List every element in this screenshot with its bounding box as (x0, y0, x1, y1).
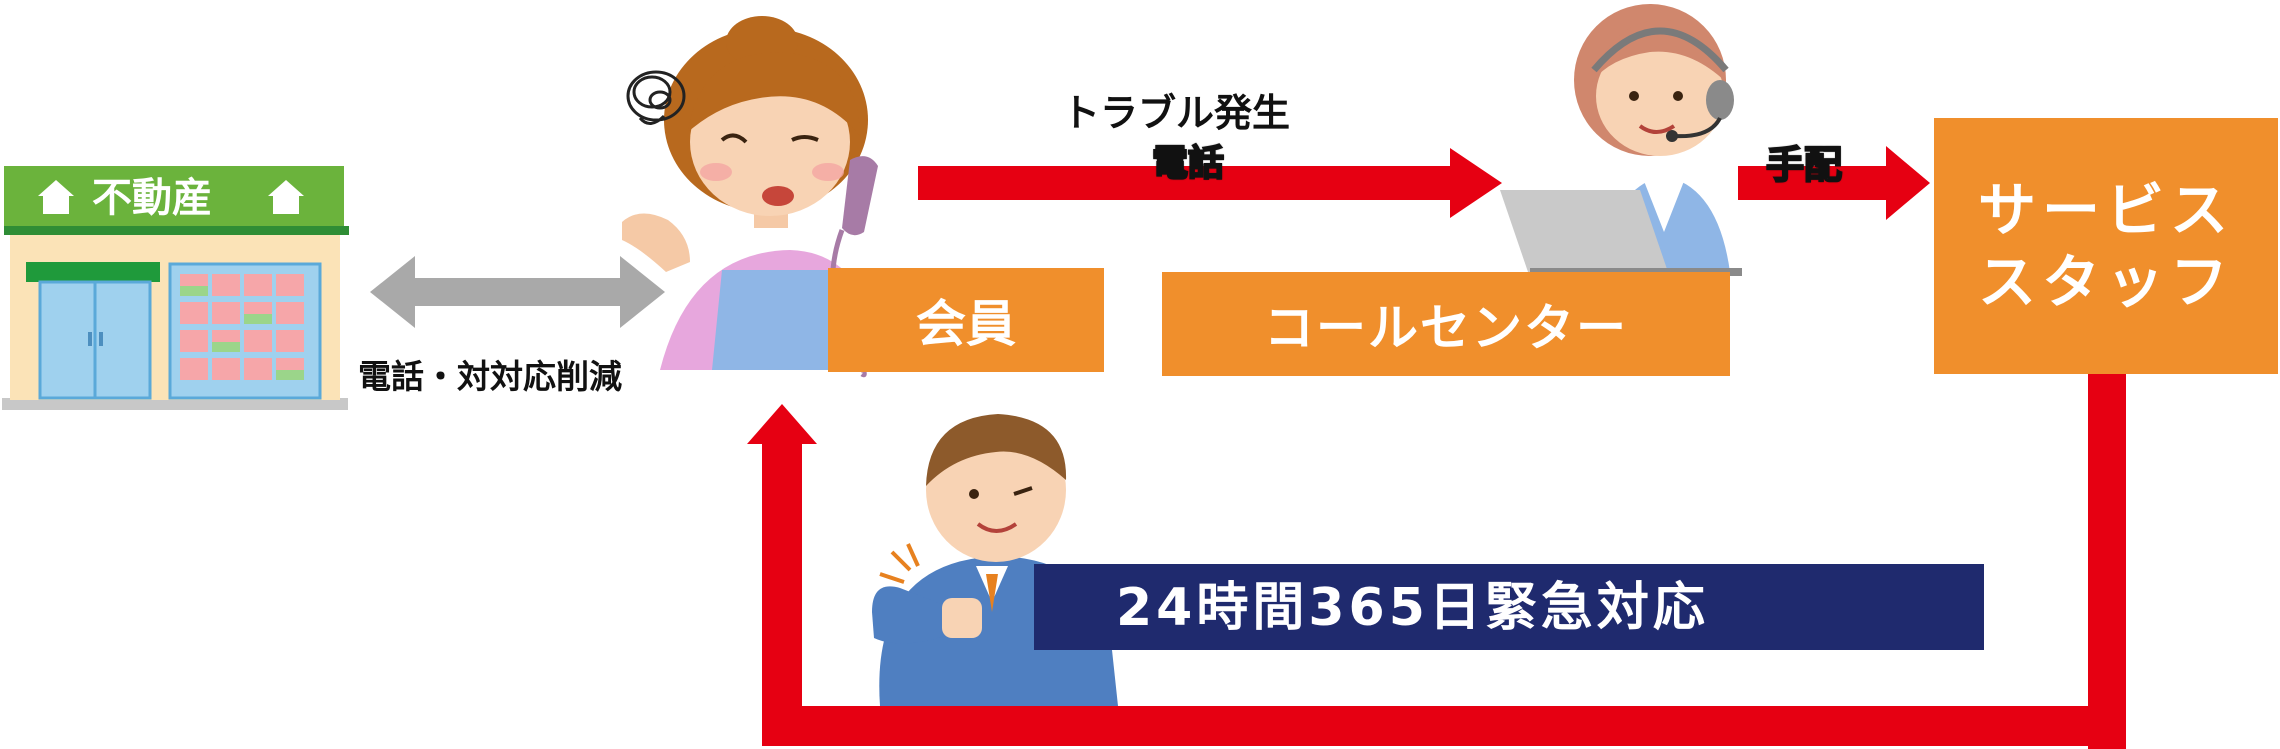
realestate-building-icon (2, 166, 349, 410)
member-woman-illustration (622, 16, 886, 378)
service-staff-node: サービス スタッフ (1934, 118, 2278, 374)
call-center-label: コールセンター (1264, 299, 1628, 357)
reduction-label: 電話・対対応削減 (358, 357, 622, 396)
reduction-double-arrow (370, 256, 665, 328)
trouble-call-arrow (918, 148, 1502, 218)
emergency-banner-text: 24時間365日緊急対応 (1116, 578, 1709, 638)
worry-scribble-icon (626, 70, 686, 125)
member-label: 会員 (916, 295, 1016, 353)
service-staff-label-line2: スタッフ (1977, 248, 2234, 316)
call-center-node: コールセンター (1162, 272, 1730, 376)
trouble-label: トラブル発生 (1062, 91, 1291, 135)
realestate-sign-label: 不動産 (92, 175, 212, 221)
call-center-operator-illustration (1500, 4, 1742, 276)
phone-label: 電話 (1151, 143, 1225, 184)
return-loop-arrow (747, 372, 2126, 749)
service-staff-label-line1: サービス (1977, 175, 2234, 244)
arrange-label: 手配 (1765, 143, 1843, 187)
emergency-banner-background (1034, 564, 1984, 650)
arrange-arrow (1738, 146, 1930, 220)
member-node: 会員 (828, 268, 1104, 372)
technician-man-illustration (872, 414, 1118, 706)
